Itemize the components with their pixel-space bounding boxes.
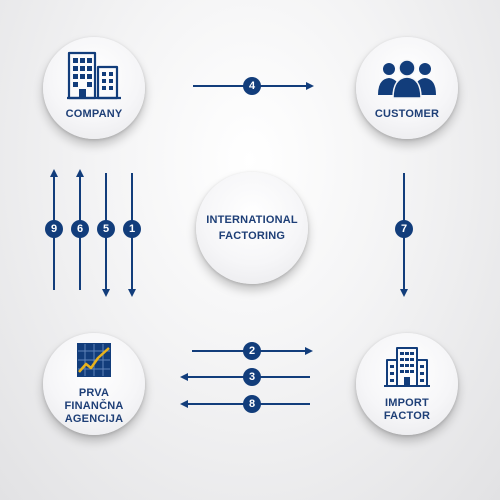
agency-label-line-3: AGENCIJA: [64, 413, 124, 425]
agency-node: PRVA FINANČNA AGENCIJA: [43, 333, 145, 435]
step-badge-6: 6: [71, 220, 89, 238]
company-label: COMPANY: [65, 108, 123, 120]
step-badge-1: 1: [123, 220, 141, 238]
company-node: COMPANY: [43, 37, 145, 139]
factor-label-line-2: FACTOR: [383, 410, 431, 422]
step-badge-3: 3: [243, 368, 261, 386]
center-label-line-1: INTERNATIONAL: [206, 214, 298, 226]
tall-building-icon: [384, 347, 430, 387]
step-badge-9: 9: [45, 220, 63, 238]
center-node: INTERNATIONAL FACTORING: [196, 172, 308, 284]
step-badge-2: 2: [243, 342, 261, 360]
customer-label: CUSTOMER: [374, 108, 440, 120]
factor-node: IMPORT FACTOR: [356, 333, 458, 435]
office-buildings-icon: [67, 51, 121, 100]
center-label-line-2: FACTORING: [218, 230, 286, 242]
step-badge-5: 5: [97, 220, 115, 238]
step-badge-8: 8: [243, 395, 261, 413]
factor-label-line-1: IMPORT: [385, 397, 429, 409]
rising-chart-icon: [77, 343, 111, 377]
step-badge-4: 4: [243, 77, 261, 95]
agency-label-line-1: PRVA: [78, 387, 110, 399]
step-badge-7: 7: [395, 220, 413, 238]
people-group-icon: [378, 59, 436, 99]
agency-label-line-2: FINANČNA: [64, 400, 124, 412]
customer-node: CUSTOMER: [356, 37, 458, 139]
